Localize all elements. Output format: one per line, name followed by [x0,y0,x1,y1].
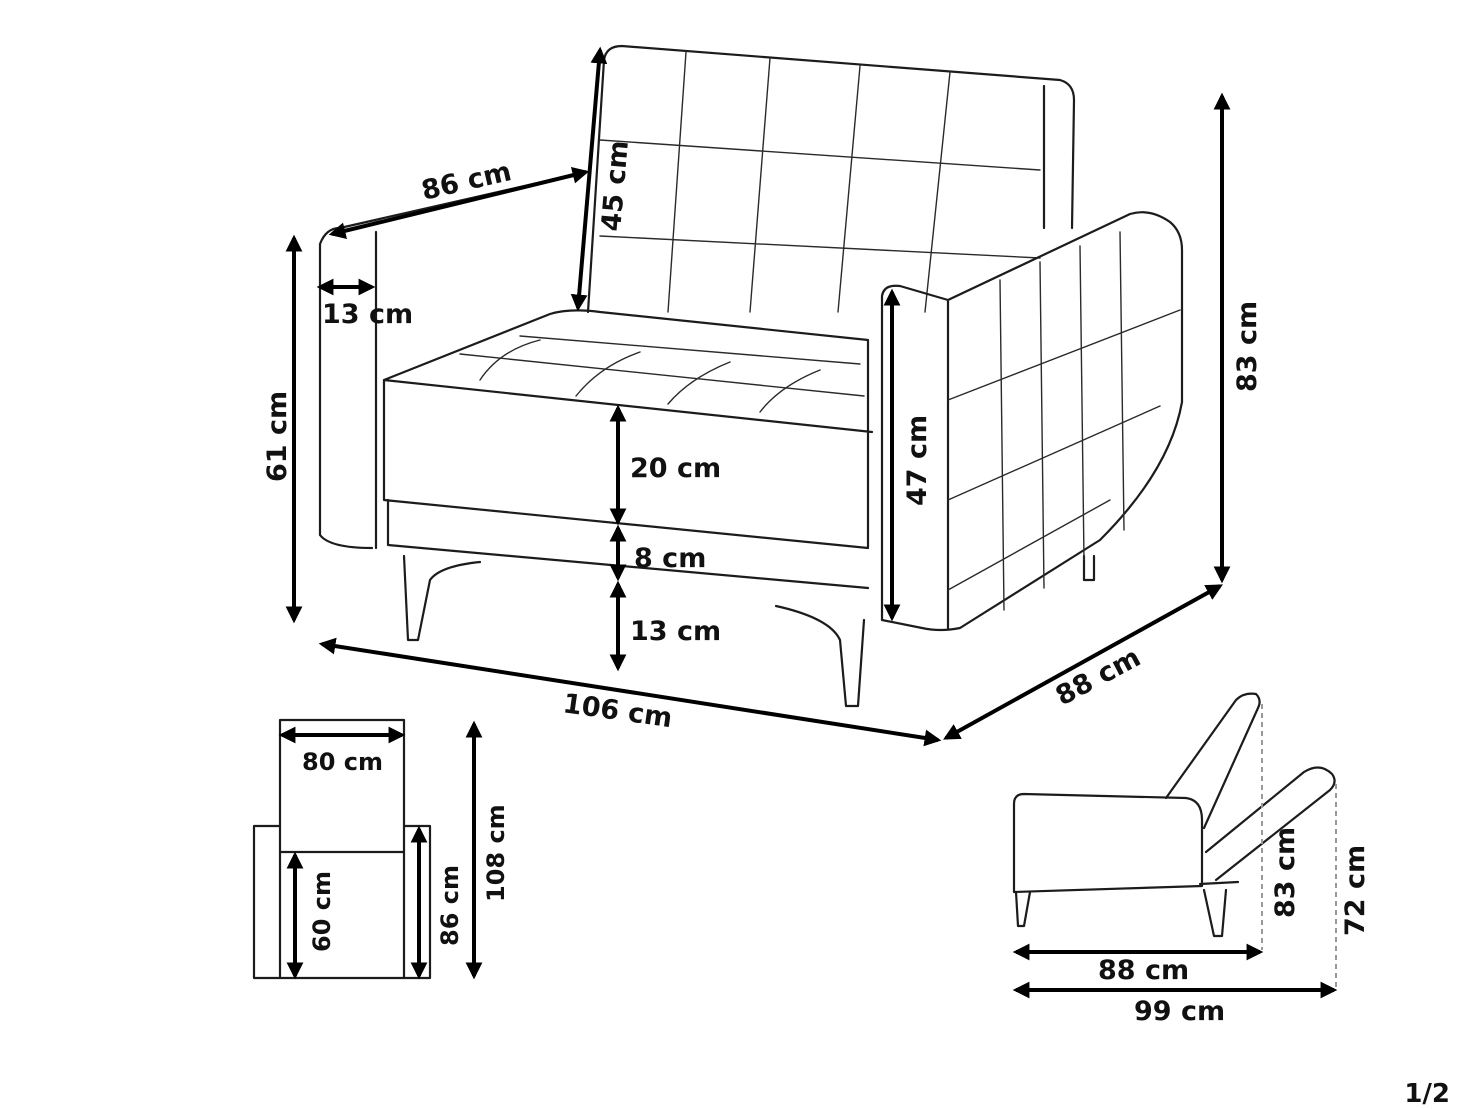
backrest-tufting [599,51,1041,313]
back-right-leg [1082,554,1096,582]
armrest-width-label: 13 cm [322,299,413,330]
side-view-backrest [1164,692,1261,830]
top-seat-depth-label: 60 cm [308,871,336,952]
seat-tufting [459,335,865,413]
front-left-leg [402,554,482,642]
backrest-outline [586,44,1076,314]
page-marker: 1/2 [1404,1079,1450,1109]
seat-cushion-label: 20 cm [630,453,721,484]
armchair-main-view: 86 cm 45 cm 13 cm 61 cm 20 cm 8 cm 13 cm… [262,44,1263,747]
side-extended-label: 99 cm [1134,996,1225,1027]
side-view: 88 cm 99 cm 83 cm 72 cm [1012,692,1371,1027]
seat-base-label: 8 cm [634,543,706,574]
side-view-reclined-back [1204,766,1336,882]
top-bed-length-label: 108 cm [482,804,510,902]
top-view-outline [252,718,432,980]
leg-height-label: 13 cm [630,616,721,647]
top-view: 80 cm 60 cm 86 cm 108 cm [252,718,510,980]
top-seat-width-label: 80 cm [302,748,383,776]
side-depth-label: 88 cm [1098,955,1189,986]
side-height-label: 83 cm [1270,827,1301,918]
arm-height-label: 61 cm [262,391,293,482]
seat-height-label: 47 cm [902,415,933,506]
top-inner-depth-label: 86 cm [436,865,464,946]
back-height-label: 45 cm [596,139,635,232]
total-height-label: 83 cm [1232,301,1263,392]
front-right-leg [774,604,866,708]
side-view-legs [1014,880,1240,938]
side-reclined-label: 72 cm [1340,845,1371,936]
side-view-body [1012,792,1204,894]
right-arm-tufting [947,231,1181,611]
seat-cushion [382,309,874,590]
